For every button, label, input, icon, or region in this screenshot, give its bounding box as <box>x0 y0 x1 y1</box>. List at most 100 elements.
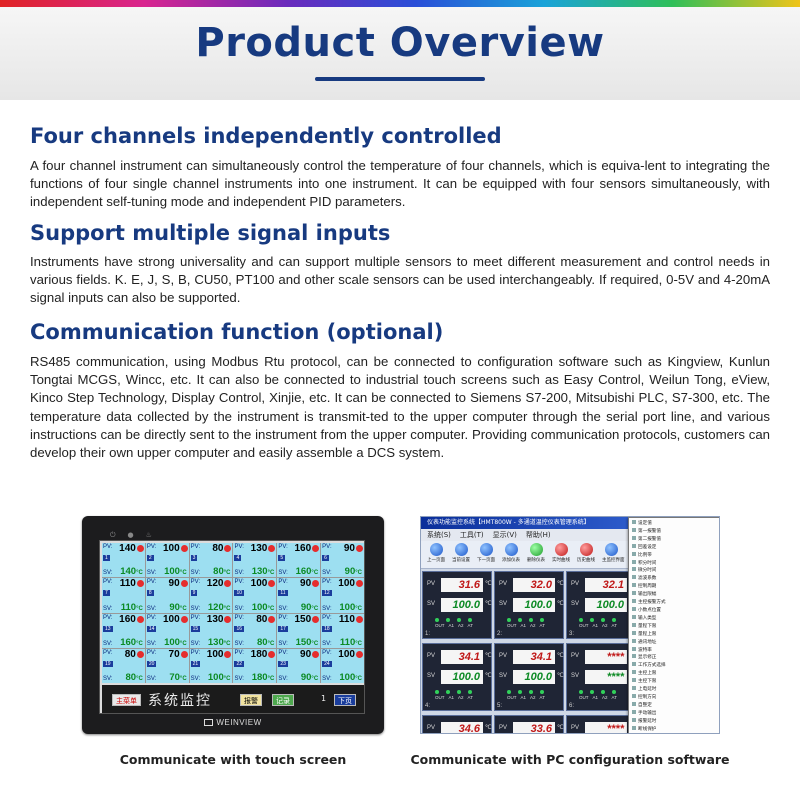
sv-label: SV: <box>103 605 113 612</box>
toolbar-button[interactable]: 删除仪表 <box>527 543 545 563</box>
dropdown-item[interactable]: 手动输出 <box>629 710 719 718</box>
pv-display: 34.6 <box>441 722 483 733</box>
dropdown-item[interactable]: 滤波系数 <box>629 575 719 583</box>
dropdown-item[interactable]: 主控上限 <box>629 670 719 678</box>
toolbar-button[interactable]: 添加仪表 <box>502 543 520 563</box>
toolbar-button[interactable]: 历史曲线 <box>577 543 595 563</box>
alarm-button[interactable]: 报警 <box>240 694 262 706</box>
dropdown-item[interactable]: 设定值 <box>629 520 719 528</box>
dropdown-item[interactable]: 输出限幅 <box>629 591 719 599</box>
instrument-panel[interactable]: PV****℃SV****℃OUTA1A2AT9: <box>566 715 636 733</box>
toolbar-button[interactable]: 主监控界面 <box>602 543 625 563</box>
dropdown-item[interactable]: 积分时间 <box>629 560 719 568</box>
dropdown-item[interactable]: 控制周期 <box>629 583 719 591</box>
menu-item[interactable]: 工具(T) <box>459 531 484 539</box>
dropdown-item[interactable]: 回差设定 <box>629 544 719 552</box>
dropdown-item[interactable]: 小数点位置 <box>629 607 719 615</box>
toolbar-button[interactable]: 上一页面 <box>427 543 445 563</box>
dropdown-item[interactable]: 比例带 <box>629 552 719 560</box>
alarm-indicator-icon <box>180 545 188 552</box>
dropdown-item[interactable]: 显示修正 <box>629 654 719 662</box>
toolbar-label: 删除仪表 <box>527 558 545 563</box>
led-label: A2 <box>602 695 608 700</box>
led-indicator-icon <box>468 690 472 694</box>
toolbar-button[interactable]: 下一页面 <box>477 543 495 563</box>
power-icon: ⏻ <box>110 531 116 539</box>
unit-label: ℃ <box>557 601 564 607</box>
dropdown-item[interactable]: 冷端补偿 <box>629 733 720 734</box>
sv-value: 70°C <box>169 672 187 683</box>
next-page-button[interactable]: 下页 <box>334 694 356 706</box>
pv-value: 70 <box>168 648 180 660</box>
dropdown-item[interactable]: 控制方向 <box>629 694 719 702</box>
dropdown-item[interactable]: 量程上限 <box>629 631 719 639</box>
pv-label: PV: <box>278 649 288 656</box>
toolbar-button[interactable]: 实时曲线 <box>552 543 570 563</box>
toolbar-label: 添加仪表 <box>502 558 520 563</box>
dropdown-item[interactable]: 微分时间 <box>629 567 719 575</box>
dropdown-item[interactable]: 波特率 <box>629 647 719 655</box>
dropdown-item[interactable]: 主控下限 <box>629 678 719 686</box>
menu-item[interactable]: 显示(V) <box>492 531 517 539</box>
toolbar-button[interactable]: 当前设置 <box>452 543 470 563</box>
alarm-indicator-icon <box>224 615 232 623</box>
menu-item[interactable]: 帮助(H) <box>525 531 551 539</box>
alarm-indicator-icon <box>355 615 363 623</box>
dropdown-item[interactable]: 第二报警值 <box>629 536 719 544</box>
dropdown-item[interactable]: 上电延时 <box>629 686 719 694</box>
instrument-panel[interactable]: PV****℃SV****℃OUTA1A2AT6: <box>566 643 636 711</box>
sv-label: SV: <box>190 676 201 682</box>
dropdown-item[interactable]: 输入类型 <box>629 615 719 623</box>
led-label: A2 <box>458 695 464 700</box>
dropdown-item[interactable]: 断线保护 <box>629 726 719 733</box>
record-button[interactable]: 记录 <box>272 694 294 706</box>
dropdown-item[interactable]: 工作方式选择 <box>629 662 719 670</box>
sv-value: 140°C <box>120 566 143 578</box>
alarm-indicator-icon <box>224 545 232 552</box>
dropdown-item[interactable]: 自整定 <box>629 702 719 710</box>
channel-index: 11 <box>278 590 288 597</box>
dropdown-item[interactable]: 通讯地址 <box>629 639 719 647</box>
dropdown-item[interactable]: 报警延时 <box>629 718 719 726</box>
dropdown-item[interactable]: 第一报警值 <box>629 528 719 536</box>
dropdown-item[interactable]: 量程下限 <box>629 623 719 631</box>
dropdown-item[interactable]: 主控报警方式 <box>629 599 719 607</box>
menu-item[interactable]: 系统(S) <box>427 531 451 539</box>
main-menu-button[interactable]: 主菜单 <box>112 694 141 706</box>
alarm-indicator-icon <box>268 580 276 588</box>
alarm-indicator-icon <box>224 580 232 588</box>
channel-index: 18 <box>322 625 332 632</box>
